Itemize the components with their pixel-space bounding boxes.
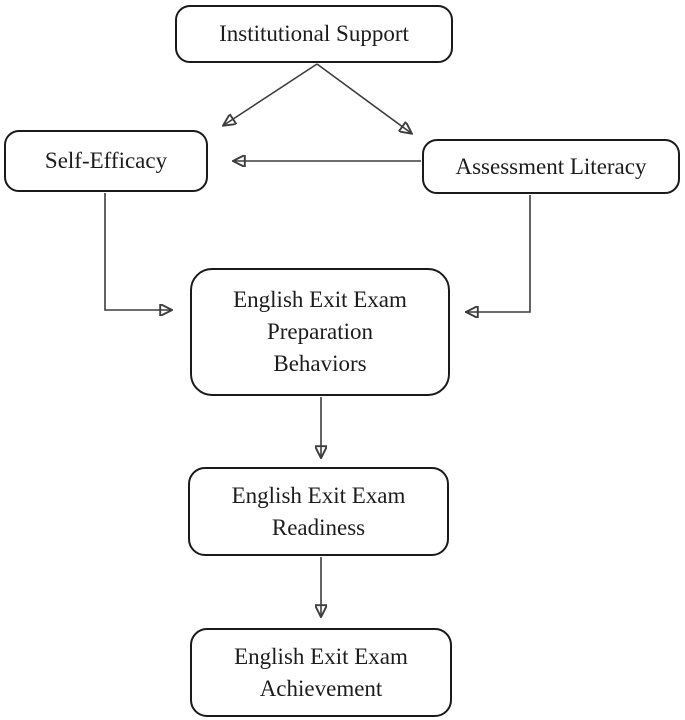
arrow-assessment-literacy-to-prep-behaviors	[467, 195, 531, 312]
node-label-line: Readiness	[271, 514, 366, 540]
node-label-line: Achievement	[259, 675, 383, 701]
node-english-exit-exam-readiness: English Exit Exam Readiness	[188, 467, 449, 556]
node-label-line: English Exit Exam	[233, 287, 407, 313]
node-label-line: Preparation	[266, 319, 373, 345]
node-label: Assessment Literacy	[455, 153, 647, 179]
node-institutional-support: Institutional Support	[175, 5, 453, 63]
arrow-self-efficacy-to-prep-behaviors	[104, 193, 171, 310]
arrow-institutional-support-to-assessment-literacy	[316, 63, 411, 133]
node-assessment-literacy: Assessment Literacy	[422, 139, 680, 194]
node-english-exit-exam-achievement: English Exit Exam Achievement	[190, 628, 452, 717]
node-label-line: English Exit Exam	[231, 482, 406, 508]
node-self-efficacy: Self-Efficacy	[4, 130, 208, 192]
node-english-exit-exam-preparation-behaviors: English Exit Exam Preparation Behaviors	[190, 268, 450, 396]
node-label-line: English Exit Exam	[234, 643, 408, 669]
node-label: Self-Efficacy	[44, 148, 168, 174]
node-label: Institutional Support	[219, 21, 409, 47]
node-label-line: Behaviors	[273, 350, 367, 376]
arrow-institutional-support-to-self-efficacy	[224, 63, 318, 125]
